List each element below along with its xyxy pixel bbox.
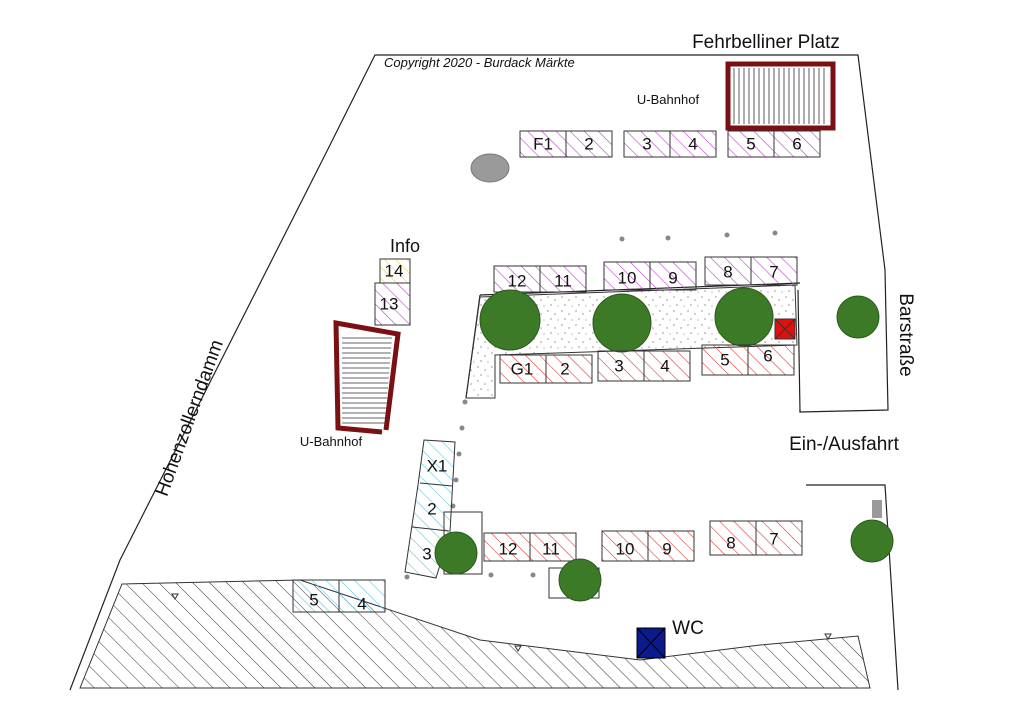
stall-row-cyan-bottom: 5 4 [292, 579, 386, 614]
hatched-building [79, 579, 871, 689]
bollards-left [404, 399, 536, 580]
stall-row-top: F1 2 3 4 5 6 [519, 130, 821, 158]
tree [592, 293, 652, 353]
stall-label: F1 [533, 135, 553, 154]
stall-label: 3 [614, 357, 623, 376]
tree [836, 295, 880, 339]
grey-post [872, 500, 882, 518]
stall-label: 11 [554, 272, 572, 291]
triangle-marker-1 [171, 593, 179, 600]
info-stalls: 14 13 [374, 258, 411, 326]
stall-label: 3 [422, 545, 431, 564]
info-label: Info [390, 236, 420, 256]
stall-label: 12 [499, 540, 518, 559]
stall-label: 5 [746, 135, 755, 154]
ubahnhof-left [333, 320, 401, 435]
stall-label: 4 [357, 595, 366, 614]
tree [479, 289, 541, 351]
fehrbelliner-platz-label: Fehrbelliner Platz [692, 32, 840, 53]
stall-row-red-lower: 12 11 10 9 8 7 [483, 520, 803, 562]
tree [558, 558, 602, 602]
stall-label: 2 [584, 135, 593, 154]
ubahnhof-top [725, 61, 836, 131]
ein-ausfahrt-label: Ein-/Ausfahrt [789, 434, 900, 455]
stall-label: 6 [792, 135, 801, 154]
hohenzollerndamm-label: Hohenzollerndamm [152, 337, 228, 499]
stall-label: 5 [720, 351, 729, 370]
wc-marker [636, 627, 666, 659]
ubahnhof-top-label: U-Bahnhof [637, 92, 700, 107]
stall-label: 11 [542, 540, 560, 559]
stall-label: 8 [726, 534, 735, 553]
stall-label: 4 [660, 357, 669, 376]
wc-label: WC [672, 618, 704, 639]
barstrasse-label: Barstraße [895, 293, 916, 376]
stall-label: 14 [385, 262, 404, 281]
grey-stone [470, 153, 510, 183]
stall-label: G1 [511, 360, 534, 379]
stall-label: 2 [427, 500, 436, 519]
stall-label: 7 [769, 530, 778, 549]
stall-label: 9 [662, 540, 671, 559]
stall-row-magenta: 12 11 10 9 8 7 [493, 256, 798, 293]
stall-label: 10 [618, 269, 637, 288]
stall-label: 7 [769, 263, 778, 282]
stall-label: 8 [723, 263, 732, 282]
stall-label: 3 [642, 135, 651, 154]
copyright-text: Copyright 2020 - Burdack Märkte [384, 55, 575, 70]
stall-label: 9 [668, 269, 677, 288]
stall-row-red-upper: G1 2 3 4 5 6 [499, 344, 795, 384]
tree [434, 531, 478, 575]
stall-label: 4 [688, 135, 697, 154]
bollards-top [619, 230, 778, 242]
stall-label: 2 [560, 360, 569, 379]
triangle-marker-2 [514, 645, 522, 652]
stall-label: 12 [508, 272, 527, 291]
stall-label: 5 [309, 591, 318, 610]
stall-label: 6 [763, 347, 772, 366]
triangle-marker-3 [824, 633, 832, 640]
tree [850, 519, 894, 563]
stall-label: 13 [380, 295, 399, 314]
stall-label: X1 [427, 457, 448, 476]
tree [714, 287, 774, 347]
ubahnhof-left-label: U-Bahnhof [300, 434, 363, 449]
stall-label: 10 [616, 540, 635, 559]
red-marker [774, 318, 796, 340]
